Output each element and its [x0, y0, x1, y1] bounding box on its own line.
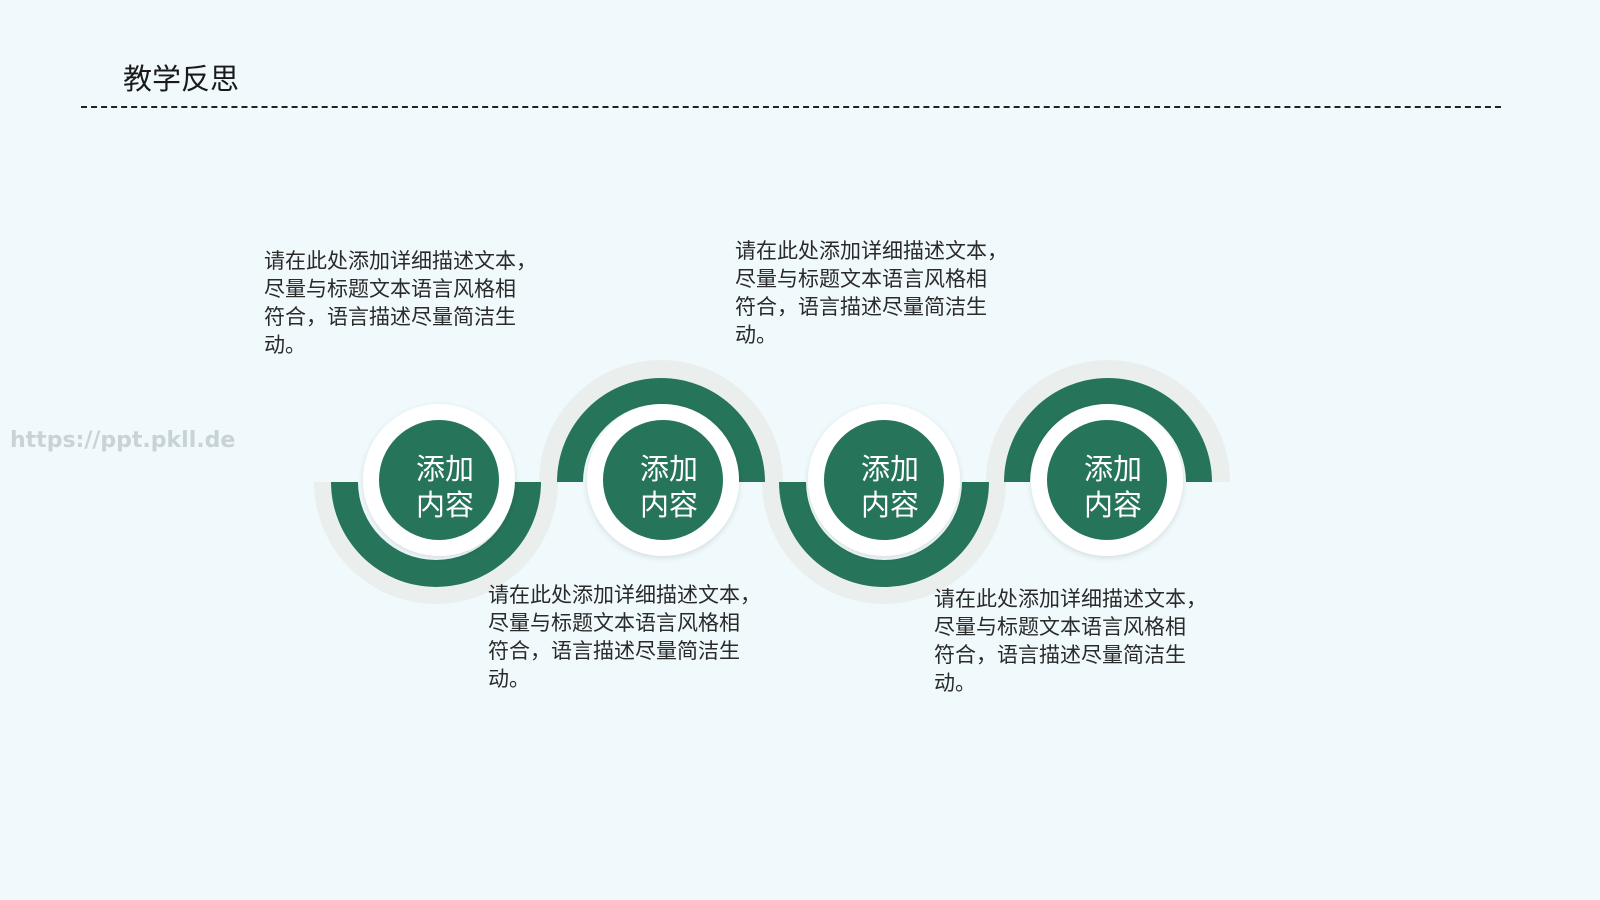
step-4-description-line: 动。	[934, 671, 976, 695]
step-3-description-line: 尽量与标题文本语言风格相	[735, 267, 987, 291]
step-4-label: 添加 内容	[1053, 451, 1173, 523]
step-3-description-line: 动。	[735, 323, 777, 347]
page-title: 教学反思	[123, 62, 240, 96]
step-4-description-line: 尽量与标题文本语言风格相	[934, 615, 1186, 639]
step-1-label-line2: 内容	[415, 488, 474, 522]
step-2-green-circle	[603, 420, 723, 540]
step-1-description-line: 尽量与标题文本语言风格相	[264, 277, 516, 301]
title-divider	[81, 106, 1501, 108]
step-1-green-circle	[379, 420, 499, 540]
step-2-description-line: 请在此处添加详细描述文本，	[488, 583, 761, 607]
step-4-description: 请在此处添加详细描述文本， 尽量与标题文本语言风格相 符合，语言描述尽量简洁生 …	[934, 585, 1234, 697]
step-3-description: 请在此处添加详细描述文本， 尽量与标题文本语言风格相 符合，语言描述尽量简洁生 …	[735, 237, 1035, 349]
step-3-node	[762, 404, 1006, 604]
step-2-description-line: 符合，语言描述尽量简洁生	[488, 639, 740, 663]
step-1-label: 添加 内容	[385, 451, 505, 523]
watermark: https://ppt.pkll.de	[10, 428, 236, 453]
step-3-label: 添加 内容	[830, 451, 950, 523]
step-2-description-line: 尽量与标题文本语言风格相	[488, 611, 740, 635]
step-3-green-circle	[824, 420, 944, 540]
step-4-node	[986, 360, 1230, 556]
step-3-green-arc	[779, 482, 989, 587]
step-1-node	[314, 404, 558, 604]
step-2-description: 请在此处添加详细描述文本， 尽量与标题文本语言风格相 符合，语言描述尽量简洁生 …	[488, 581, 788, 693]
step-4-label-line2: 内容	[1083, 488, 1142, 522]
step-1-label-line1: 添加	[415, 452, 474, 486]
step-4-green-circle	[1047, 420, 1167, 540]
step-1-shadow-arc	[314, 482, 558, 604]
step-1-description: 请在此处添加详细描述文本， 尽量与标题文本语言风格相 符合，语言描述尽量简洁生 …	[264, 247, 564, 359]
step-2-node	[539, 360, 783, 556]
step-2-label-line1: 添加	[639, 452, 698, 486]
step-4-label-line1: 添加	[1083, 452, 1142, 486]
step-3-shadow-arc	[762, 482, 1006, 604]
step-1-description-line: 请在此处添加详细描述文本，	[264, 249, 537, 273]
step-3-label-line2: 内容	[860, 488, 919, 522]
step-2-shadow-arc	[539, 360, 783, 482]
step-1-green-arc	[331, 482, 541, 587]
step-2-label-line2: 内容	[639, 488, 698, 522]
step-4-description-line: 符合，语言描述尽量简洁生	[934, 643, 1186, 667]
step-3-label-line1: 添加	[860, 452, 919, 486]
step-1-description-line: 符合，语言描述尽量简洁生	[264, 305, 516, 329]
step-1-description-line: 动。	[264, 333, 306, 357]
step-3-description-line: 请在此处添加详细描述文本，	[735, 239, 1008, 263]
step-2-green-arc	[557, 378, 765, 482]
step-2-description-line: 动。	[488, 667, 530, 691]
step-2-label: 添加 内容	[609, 451, 729, 523]
step-4-description-line: 请在此处添加详细描述文本，	[934, 587, 1207, 611]
step-4-green-arc	[1004, 378, 1212, 482]
step-3-description-line: 符合，语言描述尽量简洁生	[735, 295, 987, 319]
step-4-shadow-arc	[986, 360, 1230, 482]
